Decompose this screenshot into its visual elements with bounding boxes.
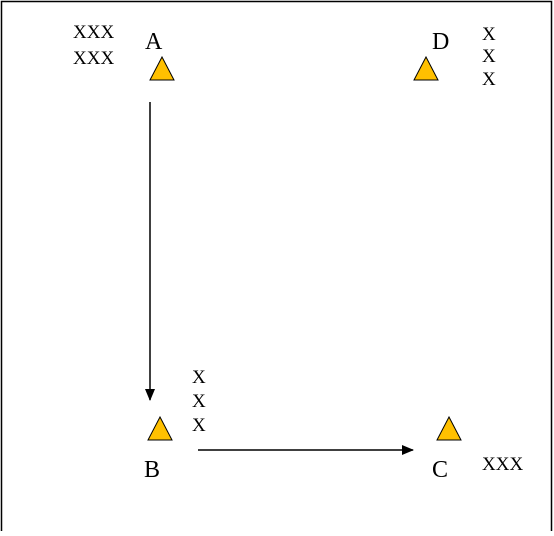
node-annotation-line: X: [192, 415, 206, 436]
node-label: B: [144, 457, 160, 483]
node-annotation-line: XXX: [73, 48, 114, 69]
node-b: B X X X: [144, 367, 206, 483]
triangle-icon: [149, 55, 175, 81]
node-annotation-line: X: [482, 69, 496, 90]
node-annotation-line: XXX: [73, 22, 114, 43]
triangle-icon: [147, 415, 173, 441]
triangle-icon: [436, 415, 462, 441]
node-annotation-line: X: [192, 391, 206, 412]
node-label: D: [432, 29, 449, 55]
triangle-icon: [413, 55, 439, 81]
node-annotation-line: XXX: [482, 454, 523, 475]
node-c: C XXX: [432, 415, 523, 483]
node-label: C: [432, 457, 448, 483]
node-d: D X X X: [413, 24, 496, 90]
node-annotation-line: X: [482, 46, 496, 67]
node-annotation-line: X: [192, 367, 206, 388]
node-a: A XXX XXX: [73, 22, 175, 81]
node-label: A: [145, 29, 163, 55]
node-annotation-line: X: [482, 24, 496, 45]
